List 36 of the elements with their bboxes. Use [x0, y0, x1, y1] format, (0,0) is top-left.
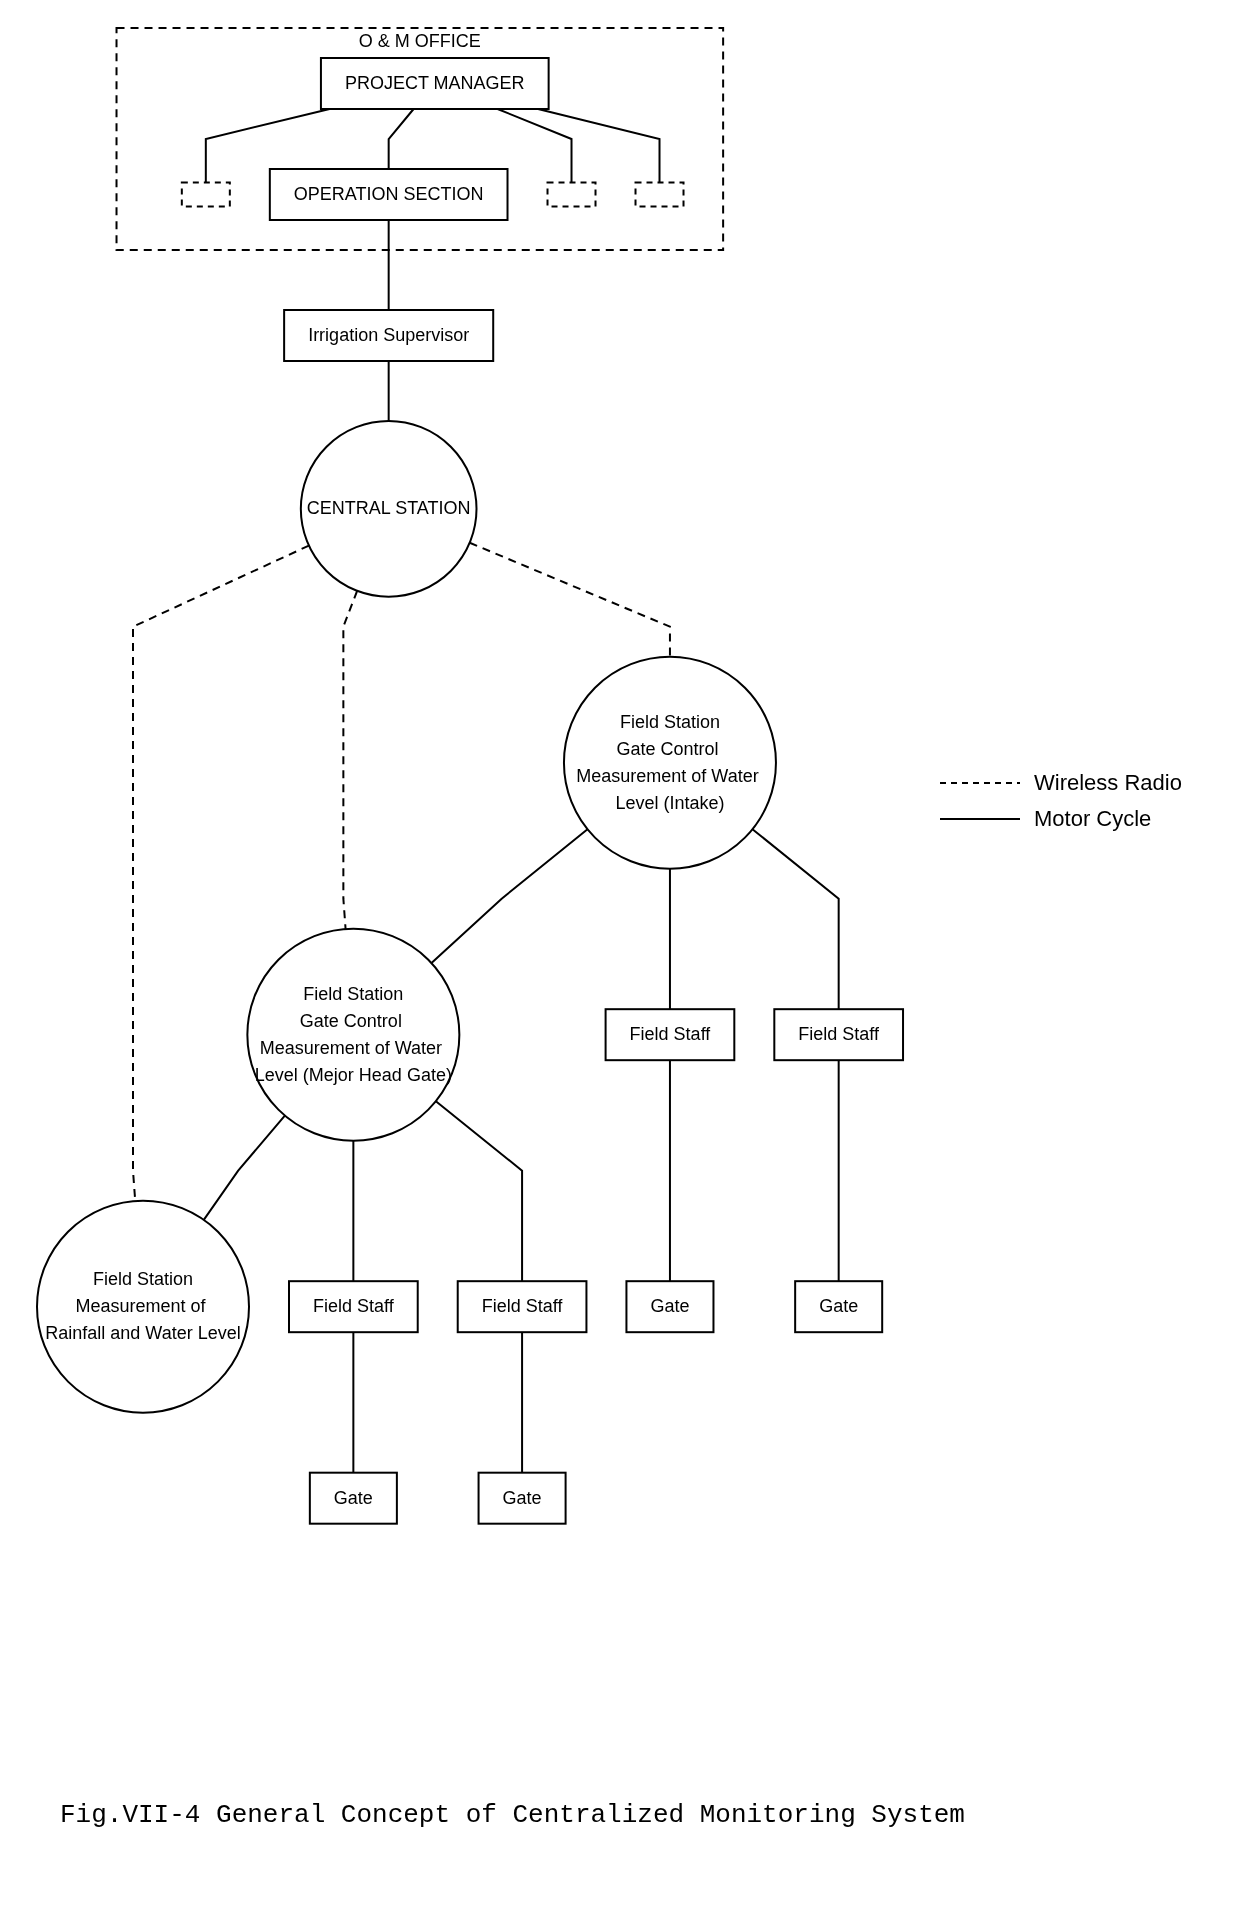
node-box: Field Staff: [773, 1008, 904, 1062]
node-box: Gate: [625, 1280, 715, 1334]
node-box: PROJECT MANAGER: [319, 57, 550, 110]
connector: [434, 1100, 524, 1283]
node-box: [634, 181, 685, 208]
node-box: [180, 181, 231, 208]
connector: [352, 1139, 355, 1283]
node-circle: Field Station Gate Control Measurement of Water Level (Mejor Head Gate): [246, 927, 461, 1142]
connector: [668, 867, 671, 1011]
node-box: Field Staff: [604, 1008, 736, 1062]
connector: [837, 1059, 840, 1283]
node-box: OPERATION SECTION: [268, 168, 509, 221]
node-circle: Field Station Measurement of Rainfall and Water Level: [36, 1199, 250, 1414]
legend-label: Wireless Radio: [1034, 770, 1182, 796]
connector: [751, 828, 840, 1011]
node-box: Gate: [477, 1471, 567, 1525]
connector: [387, 219, 390, 311]
connector: [468, 541, 671, 658]
node-box: Field Staff: [456, 1280, 588, 1334]
node-box: Irrigation Supervisor: [283, 309, 495, 362]
node-box: Gate: [794, 1280, 884, 1334]
legend-label: Motor Cycle: [1034, 806, 1152, 832]
node-circle: Field Station Gate Control Measurement of Water Level (Intake): [562, 655, 777, 870]
node-circle: CENTRAL STATION: [299, 420, 478, 598]
connector: [342, 589, 359, 930]
connector: [202, 1114, 286, 1221]
connector: [387, 360, 390, 422]
connector: [387, 108, 415, 170]
connector: [352, 1331, 355, 1474]
connector: [668, 1059, 671, 1283]
node-box: [546, 181, 597, 208]
node-box: Field Staff: [288, 1280, 419, 1334]
figure-caption: Fig.VII-4 General Concept of Centralized Monitoring System: [60, 1800, 965, 1830]
node-box: Gate: [308, 1471, 398, 1525]
connector: [521, 1331, 524, 1474]
connector: [430, 828, 589, 965]
